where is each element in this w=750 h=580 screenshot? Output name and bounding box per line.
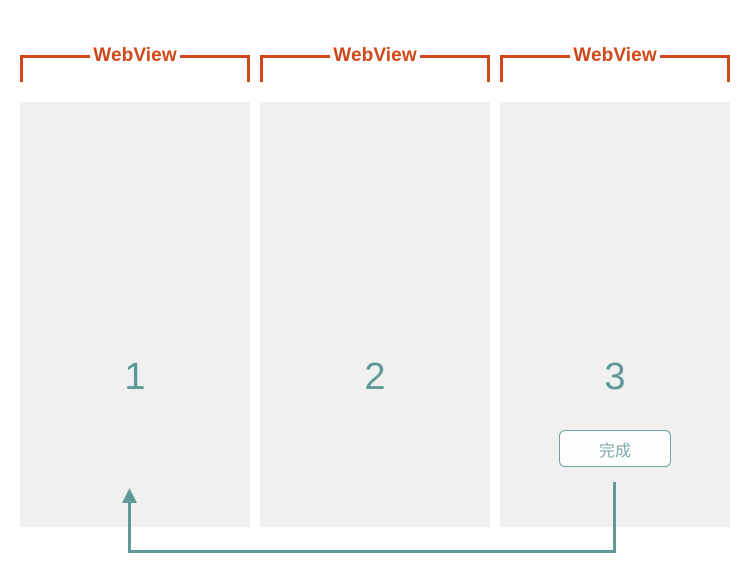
panel-number-2: 2	[364, 356, 386, 398]
panel-number-3: 3	[604, 356, 626, 398]
webview-label-3: WebView	[573, 45, 657, 66]
bracket-top-left-segment	[20, 55, 90, 58]
done-button[interactable]: 完成	[559, 430, 671, 467]
webview-label-2: WebView	[333, 45, 417, 66]
webview-panel-1[interactable]: 1	[20, 102, 250, 527]
webview-bracket-2: WebView	[260, 45, 490, 89]
webview-panel-2[interactable]: 2	[260, 102, 490, 527]
bracket-top-right-segment	[420, 55, 490, 58]
bracket-right-leg	[487, 55, 490, 82]
webview-bracket-3: WebView	[500, 45, 730, 89]
bracket-top-left-segment	[260, 55, 330, 58]
bracket-top-right-segment	[660, 55, 730, 58]
panel-number-1: 1	[124, 356, 146, 398]
webview-bracket-1: WebView	[20, 45, 250, 89]
bracket-left-leg	[260, 55, 263, 82]
bracket-top-left-segment	[500, 55, 570, 58]
bracket-left-leg	[20, 55, 23, 82]
bracket-top-right-segment	[180, 55, 250, 58]
bracket-left-leg	[500, 55, 503, 82]
bracket-right-leg	[247, 55, 250, 82]
bracket-right-leg	[727, 55, 730, 82]
webview-label-1: WebView	[93, 45, 177, 66]
